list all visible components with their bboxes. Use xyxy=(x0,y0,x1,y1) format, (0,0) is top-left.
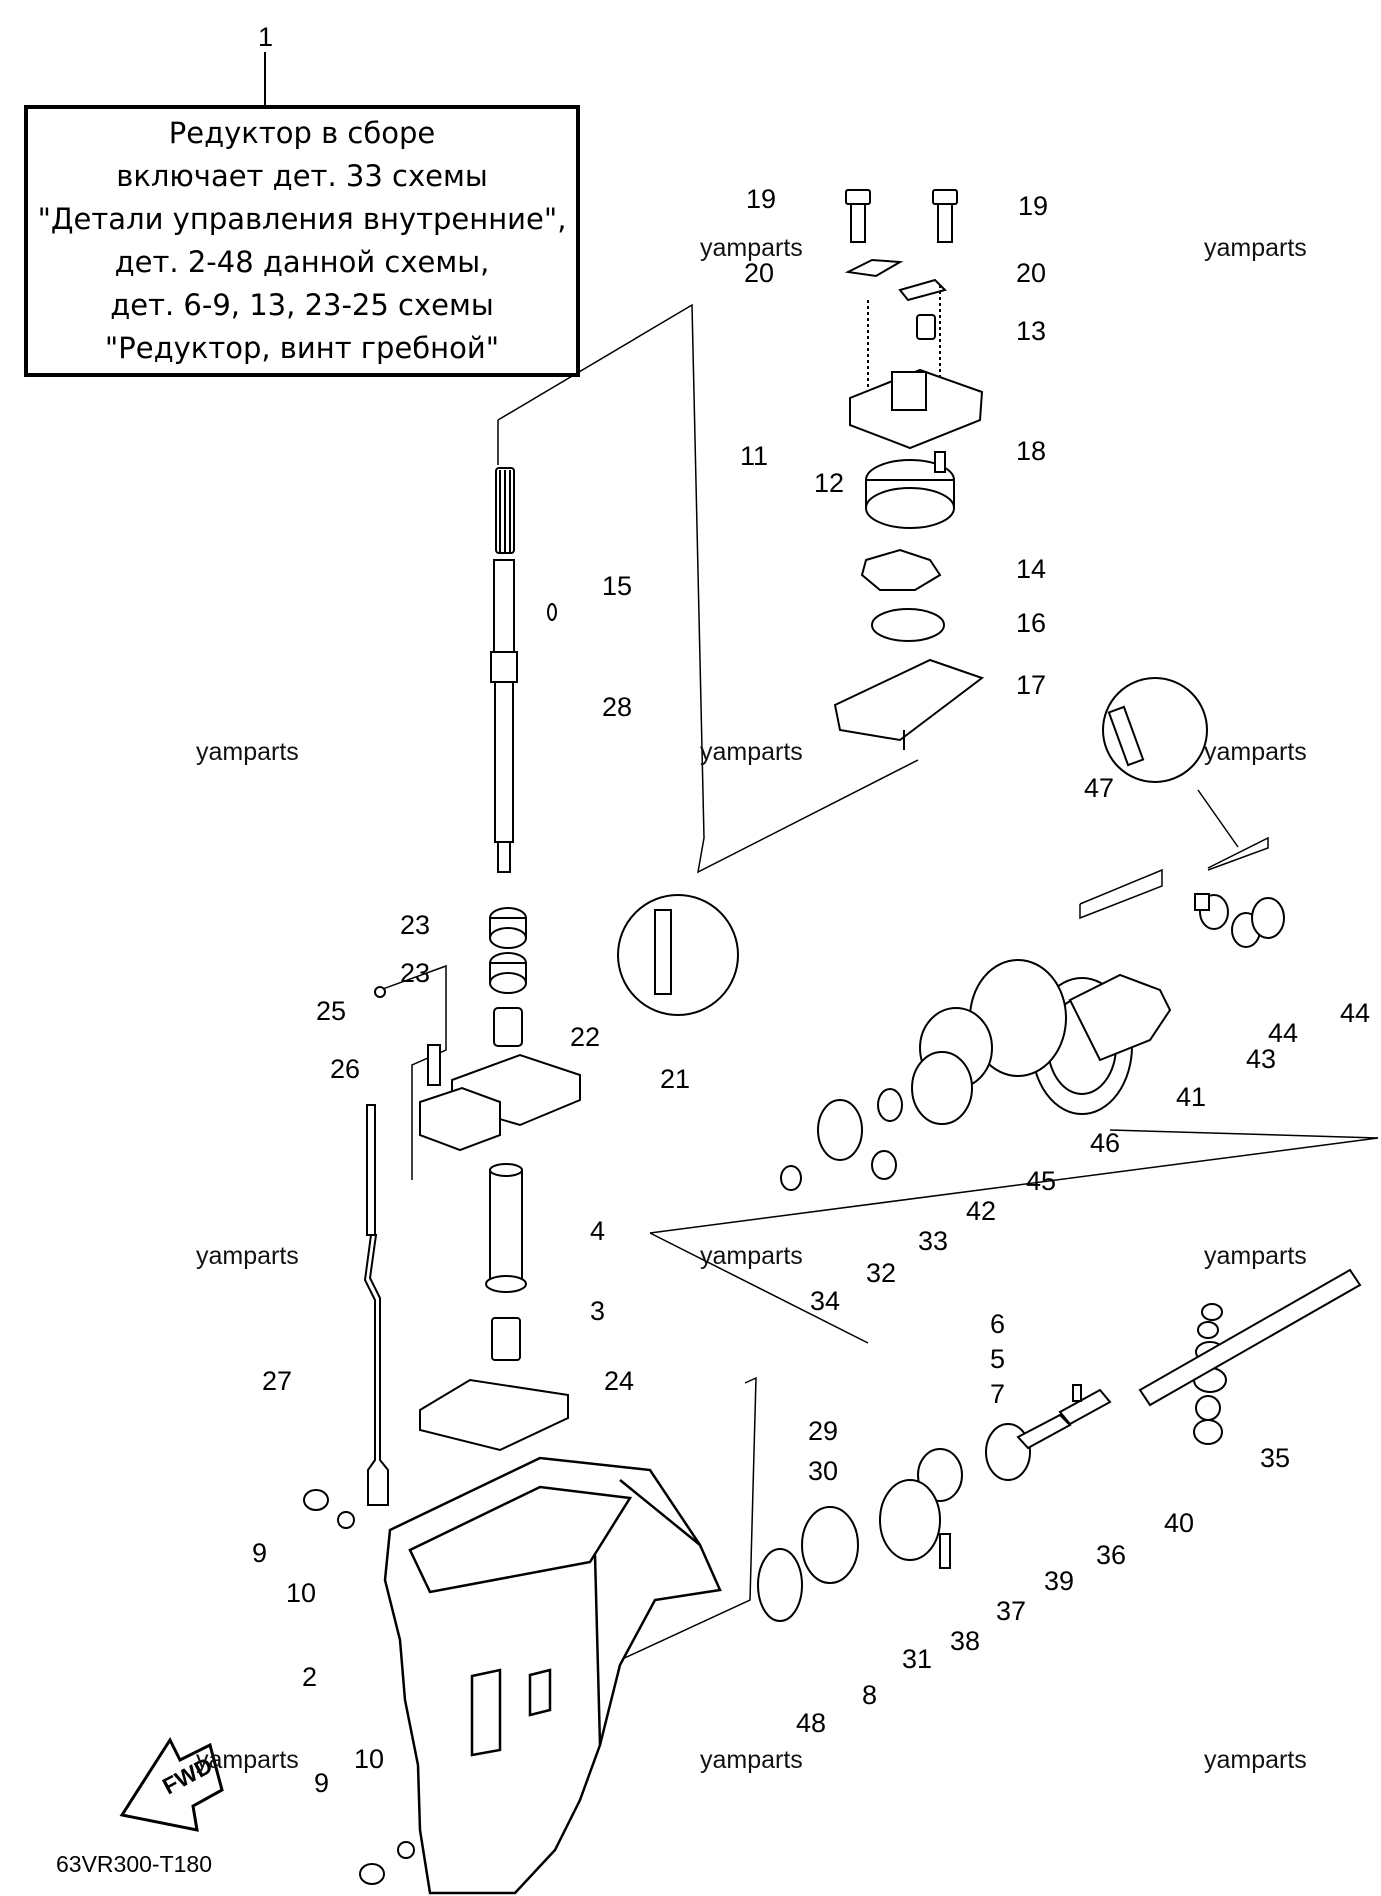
label-31: 31 xyxy=(902,1644,932,1674)
label-40: 40 xyxy=(1164,1508,1194,1538)
label-7: 7 xyxy=(990,1379,1005,1409)
label-15: 15 xyxy=(602,571,632,601)
water-pump xyxy=(833,189,985,750)
note-line-5: дет. 6-9, 13, 23-25 схемы xyxy=(110,288,494,322)
watermark-5: yamparts xyxy=(1204,738,1307,766)
label-3: 3 xyxy=(590,1296,605,1326)
diagram-code: 63VR300-T180 xyxy=(56,1851,212,1877)
label-44b: 44 xyxy=(1340,998,1370,1028)
label-42: 42 xyxy=(966,1196,996,1226)
label-5: 5 xyxy=(990,1344,1005,1374)
watermark-9: yamparts xyxy=(196,1746,299,1774)
label-18: 18 xyxy=(1016,436,1046,466)
label-33: 33 xyxy=(918,1226,948,1256)
assembly-lines xyxy=(379,303,1379,1675)
label-43: 43 xyxy=(1246,1044,1276,1074)
label-12: 12 xyxy=(814,468,844,498)
label-23b: 23 xyxy=(400,958,430,988)
label-13: 13 xyxy=(1016,316,1046,346)
watermark-6: yamparts xyxy=(196,1242,299,1270)
watermark-10: yamparts xyxy=(700,1746,803,1774)
label-35: 35 xyxy=(1260,1443,1290,1473)
label-41: 41 xyxy=(1176,1082,1206,1112)
note-line-4: дет. 2-48 данной схемы, xyxy=(114,245,490,279)
detail-insets xyxy=(617,677,1208,1016)
label-2: 2 xyxy=(302,1662,317,1692)
label-36: 36 xyxy=(1096,1540,1126,1570)
label-28: 28 xyxy=(602,692,632,722)
shift-rod xyxy=(363,1104,389,1506)
label-6: 6 xyxy=(990,1309,1005,1339)
label-20b: 20 xyxy=(1016,258,1046,288)
label-14: 14 xyxy=(1016,554,1046,584)
label-30: 30 xyxy=(808,1456,838,1486)
assembly-note-box: Редуктор в сборе включает дет. 33 схемы … xyxy=(24,105,580,377)
label-44a: 44 xyxy=(1268,1018,1298,1048)
label-39: 39 xyxy=(1044,1566,1074,1596)
label-17: 17 xyxy=(1016,670,1046,700)
label-21: 21 xyxy=(660,1064,690,1094)
label-10a: 10 xyxy=(286,1578,316,1608)
label-47: 47 xyxy=(1084,773,1114,803)
label-37: 37 xyxy=(996,1596,1026,1626)
label-26: 26 xyxy=(330,1054,360,1084)
label-9a: 9 xyxy=(252,1538,267,1568)
label-9b: 9 xyxy=(314,1768,329,1798)
label-34: 34 xyxy=(810,1286,840,1316)
lower-casing xyxy=(383,1456,722,1895)
label-4: 4 xyxy=(590,1216,605,1246)
label-19a: 19 xyxy=(746,184,776,214)
drain-screws xyxy=(303,1489,415,1885)
watermark-8: yamparts xyxy=(1204,1242,1307,1270)
label-27: 27 xyxy=(262,1366,292,1396)
watermark-11: yamparts xyxy=(1204,1746,1307,1774)
note-line-3: "Детали управления внутренние", xyxy=(37,202,567,236)
watermarks: yamparts yamparts yamparts yamparts yamp… xyxy=(196,234,1307,1774)
label-48: 48 xyxy=(796,1708,826,1738)
label-38: 38 xyxy=(950,1626,980,1656)
label-32: 32 xyxy=(866,1258,896,1288)
label-22: 22 xyxy=(570,1022,600,1052)
note-line-2: включает дет. 33 схемы xyxy=(116,159,488,193)
propeller-shaft-parts xyxy=(757,893,1362,1622)
drive-shaft xyxy=(490,467,557,873)
watermark-3: yamparts xyxy=(196,738,299,766)
label-20a: 20 xyxy=(744,258,774,288)
fwd-arrow: FWD xyxy=(119,1736,224,1832)
bearing-housing xyxy=(374,907,581,1452)
label-46: 46 xyxy=(1090,1128,1120,1158)
watermark-1: yamparts xyxy=(700,234,803,262)
label-24: 24 xyxy=(604,1366,634,1396)
label-11: 11 xyxy=(740,441,768,471)
watermark-4: yamparts xyxy=(700,738,803,766)
watermark-7: yamparts xyxy=(700,1242,803,1270)
label-29: 29 xyxy=(808,1416,838,1446)
label-25: 25 xyxy=(316,996,346,1026)
callout-1: 1 xyxy=(258,22,273,52)
note-line-6: "Редуктор, винт гребной" xyxy=(104,331,500,365)
watermark-2: yamparts xyxy=(1204,234,1307,262)
label-8: 8 xyxy=(862,1680,877,1710)
note-line-1: Редуктор в сборе xyxy=(168,116,436,150)
part-labels: 19 19 20 20 13 11 18 12 14 16 17 15 28 4… xyxy=(252,184,1370,1798)
label-23a: 23 xyxy=(400,910,430,940)
label-19b: 19 xyxy=(1018,191,1048,221)
label-16: 16 xyxy=(1016,608,1046,638)
label-10b: 10 xyxy=(354,1744,384,1774)
label-45: 45 xyxy=(1026,1166,1056,1196)
